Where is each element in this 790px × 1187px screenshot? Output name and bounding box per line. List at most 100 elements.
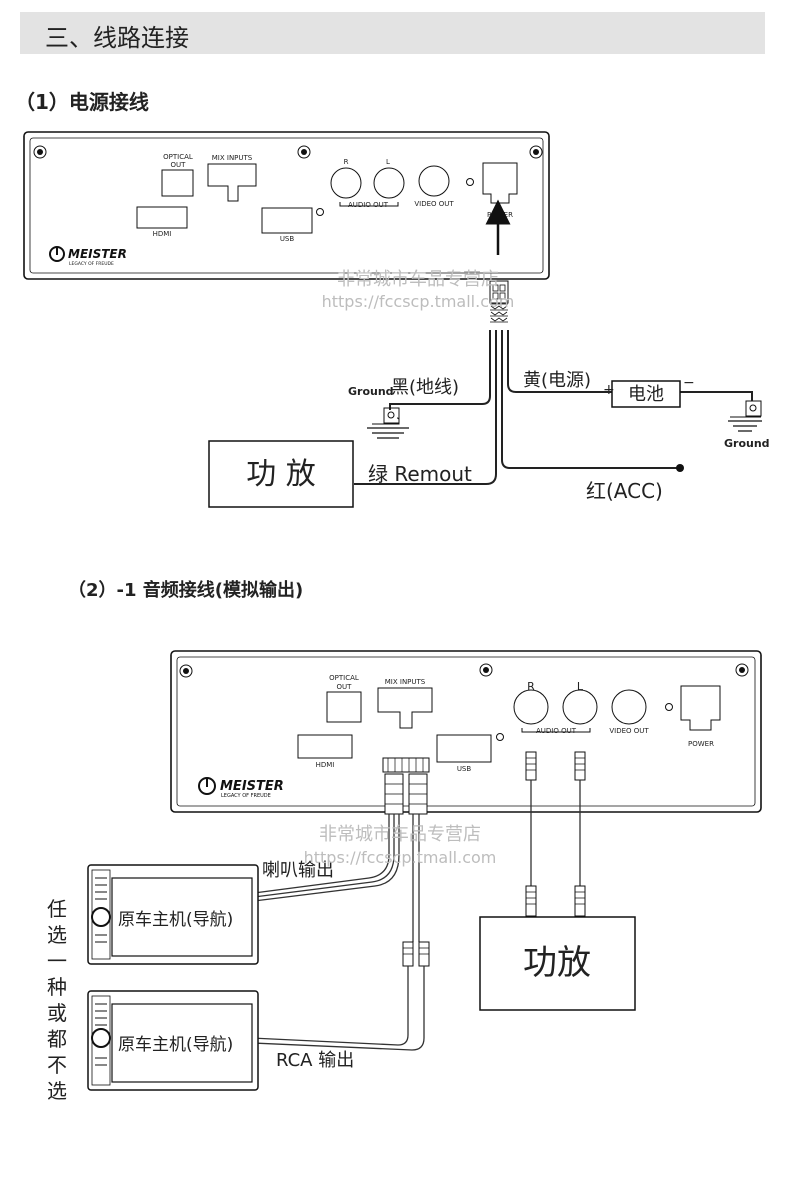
choice-vertical-text: 任 选 一 种 或 都 不 选 (47, 897, 67, 1103)
power-wire (507, 330, 612, 393)
video-out-label: VIDEO OUT (414, 200, 454, 208)
audio-out-label: AUDIO OUT (348, 201, 389, 209)
head-unit-1: 原车主机(导航) (87, 864, 259, 965)
watermark-store: 非常城市车品专营店 (337, 269, 499, 290)
screw-icon (529, 145, 543, 159)
remote-wire (354, 330, 497, 485)
rca-output-label: RCA 输出 (276, 1050, 354, 1071)
svg-text:LEGACY OF FREUDE: LEGACY OF FREUDE (221, 793, 271, 799)
amplifier-label: 功 放 (246, 457, 316, 492)
amplifier-box (479, 916, 636, 1011)
battery-plus: + (603, 382, 615, 398)
acc-terminal (676, 464, 684, 472)
video-out-label: VIDEO OUT (609, 727, 649, 735)
device-panel-1: OPTICAL OUT MIX INPUTS HDMI USB R L AUDI… (23, 131, 550, 280)
knob-icon (91, 907, 111, 927)
svg-text:选: 选 (47, 923, 67, 947)
screw-icon (479, 663, 493, 677)
device-panel-2: OPTICAL OUT MIX INPUTS HDMI USB R L AUDI… (170, 650, 762, 813)
optical-label-1: OPTICAL (163, 153, 193, 161)
usb-label: USB (280, 235, 295, 243)
rca-cable-l (574, 751, 586, 917)
watermark-url: https://fccscp.tmall.com (304, 848, 497, 867)
usb-port (261, 207, 313, 234)
black-wire-label: 黑(地线) (391, 377, 459, 398)
led-icon (496, 733, 504, 741)
svg-text:一: 一 (47, 949, 67, 973)
mix-inputs-port (377, 687, 433, 729)
hdmi-label: HDMI (316, 761, 335, 769)
rca-plug-icon (402, 941, 430, 967)
svg-text:或: 或 (47, 1001, 67, 1025)
hdmi-label: HDMI (153, 230, 172, 238)
optical-port (326, 691, 362, 723)
speaker-wire (253, 814, 390, 894)
battery-box (611, 380, 681, 408)
power-wiring-title: （1）电源接线 (15, 90, 149, 114)
power-label: POWER (487, 211, 513, 219)
audio-wiring-title: （2）-1 音频接线(模拟输出) (68, 580, 304, 601)
led-icon (665, 703, 673, 711)
optical-label-2: OUT (337, 683, 353, 691)
rca-output-wire (251, 966, 409, 1046)
svg-text:MEISTER: MEISTER (68, 247, 127, 261)
svg-text:任: 任 (47, 897, 67, 921)
r-label: R (344, 158, 349, 166)
meister-logo: MEISTER LEGACY OF FREUDE (49, 246, 127, 267)
l-label: L (386, 158, 390, 166)
rca-r-port (330, 167, 362, 199)
battery-minus: − (683, 375, 695, 391)
screw-icon (297, 145, 311, 159)
meister-logo: MEISTER LEGACY OF FREUDE (198, 777, 284, 799)
screw-icon (179, 664, 193, 678)
red-wire-label: 红(ACC) (586, 479, 663, 503)
speaker-output-label: 喇叭输出 (262, 860, 334, 881)
video-out-port (418, 165, 450, 197)
section-header-bar (20, 12, 765, 54)
rca-l-port (562, 689, 598, 725)
l-label: L (577, 680, 584, 693)
r-label: R (527, 680, 535, 693)
battery-label: 电池 (628, 384, 664, 405)
rca-l-port (373, 167, 405, 199)
head-unit-label-1: 原车主机(导航) (118, 910, 233, 930)
rca-cable-r (525, 751, 537, 917)
green-wire-label: 绿 Remout (368, 462, 472, 486)
video-out-port (611, 689, 647, 725)
audio-out-label: AUDIO OUT (536, 727, 577, 735)
rca-r-port (513, 689, 549, 725)
screw-icon (735, 663, 749, 677)
optical-label-2: OUT (171, 161, 187, 169)
usb-label: USB (457, 765, 472, 773)
ground-label-right: Ground (724, 437, 770, 450)
svg-text:都: 都 (47, 1027, 67, 1051)
optical-port (161, 169, 194, 197)
led-icon (316, 208, 324, 216)
power-label: POWER (688, 740, 714, 748)
battery-ground-wire (680, 391, 753, 401)
svg-text:LEGACY OF FREUDE: LEGACY OF FREUDE (69, 261, 114, 267)
mix-inputs-label: MIX INPUTS (212, 154, 253, 162)
head-unit-label-2: 原车主机(导航) (118, 1035, 233, 1055)
watermark-store: 非常城市车品专营店 (319, 824, 481, 845)
mix-inputs-label: MIX INPUTS (385, 678, 426, 686)
optical-label-1: OPTICAL (329, 674, 359, 682)
screw-icon (33, 145, 47, 159)
svg-text:种: 种 (47, 975, 67, 999)
hdmi-port (136, 206, 188, 229)
svg-text:MEISTER: MEISTER (220, 779, 284, 794)
head-unit-2: 原车主机(导航) (87, 990, 259, 1091)
section-title: 三、线路连接 (45, 24, 189, 52)
mix-inputs-port (207, 163, 257, 202)
knob-icon (91, 1028, 111, 1048)
usb-port (436, 734, 492, 763)
ground-label-left: Ground (348, 385, 394, 398)
ground-icon (728, 400, 762, 432)
speaker-harness-plug (382, 757, 430, 815)
amplifier-label: 功放 (523, 943, 591, 983)
ground-wire (389, 330, 491, 410)
led-icon (466, 178, 474, 186)
amplifier-box (208, 440, 354, 508)
yellow-wire-label: 黄(电源) (523, 370, 591, 391)
